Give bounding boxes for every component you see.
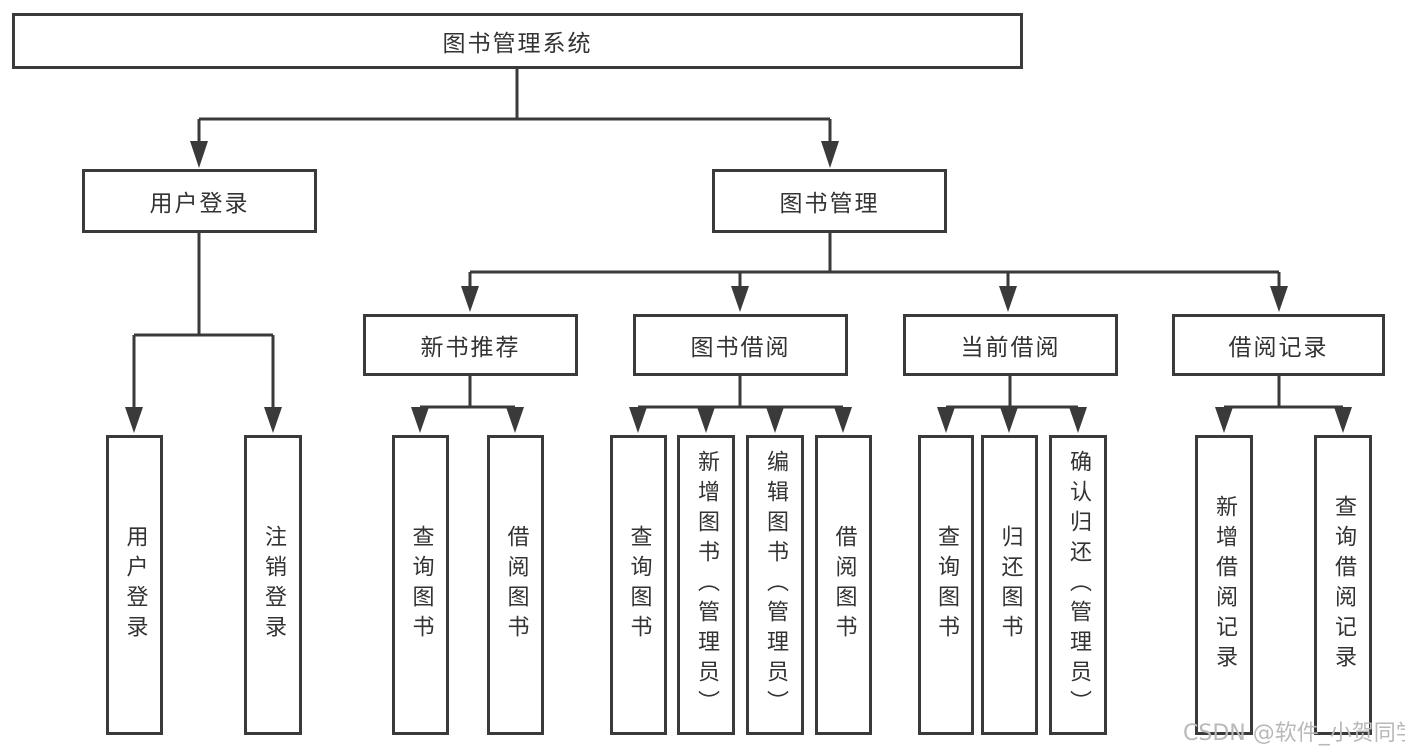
node-label: 归还图书 [997, 525, 1023, 645]
node-label: 新增图书（管理员） [694, 450, 719, 720]
node-leaf-return-book: 归还图书 [981, 435, 1038, 735]
node-label: 借阅记录 [1228, 335, 1329, 361]
node-label: 查询借阅记录 [1331, 495, 1356, 675]
node-label: 当前借阅 [960, 335, 1061, 361]
node-leaf-confirm-return-admin: 确认归还（管理员） [1049, 435, 1107, 735]
csdn-watermark: CSDN @软件_小贺同学 [1183, 721, 1405, 746]
node-borrowing-records: 借阅记录 [1172, 314, 1385, 376]
node-leaf-add-book-admin: 新增图书（管理员） [677, 435, 735, 735]
node-current-borrowing: 当前借阅 [903, 314, 1118, 376]
node-leaf-query-books-current: 查询图书 [918, 435, 974, 735]
node-label: 确认归还（管理员） [1066, 450, 1091, 720]
node-user-login: 用户登录 [82, 169, 317, 233]
node-book-borrowing: 图书借阅 [633, 314, 848, 376]
node-label: 查询图书 [626, 525, 652, 645]
node-leaf-query-books-recommend: 查询图书 [392, 435, 449, 735]
node-leaf-user-login: 用户登录 [106, 435, 163, 735]
node-label: 查询图书 [408, 525, 434, 645]
node-label: 用户登录 [149, 191, 250, 217]
node-new-book-recommend: 新书推荐 [363, 314, 578, 376]
node-label: 查询图书 [934, 525, 959, 645]
node-leaf-edit-book-admin: 编辑图书（管理员） [746, 435, 804, 735]
node-library-management-system: 图书管理系统 [12, 13, 1023, 69]
node-leaf-query-books-borrowing: 查询图书 [610, 435, 667, 735]
node-label: 借阅图书 [503, 525, 529, 645]
node-leaf-query-borrow-record: 查询借阅记录 [1314, 435, 1372, 735]
node-label: 新增借阅记录 [1212, 495, 1237, 675]
node-label: 图书管理 [779, 191, 880, 217]
node-label: 借阅图书 [831, 525, 857, 645]
node-label: 新书推荐 [420, 335, 521, 361]
node-leaf-borrow-books-borrowing: 借阅图书 [815, 435, 872, 735]
node-leaf-logout: 注销登录 [244, 435, 302, 735]
node-label: 用户登录 [122, 525, 148, 645]
node-leaf-borrow-books-recommend: 借阅图书 [487, 435, 544, 735]
node-label: 编辑图书（管理员） [763, 450, 788, 720]
node-label: 图书借阅 [690, 335, 791, 361]
node-book-management: 图书管理 [712, 169, 947, 233]
node-label: 图书管理系统 [442, 31, 593, 57]
node-leaf-add-borrow-record: 新增借阅记录 [1195, 435, 1253, 735]
node-label: 注销登录 [261, 525, 286, 645]
